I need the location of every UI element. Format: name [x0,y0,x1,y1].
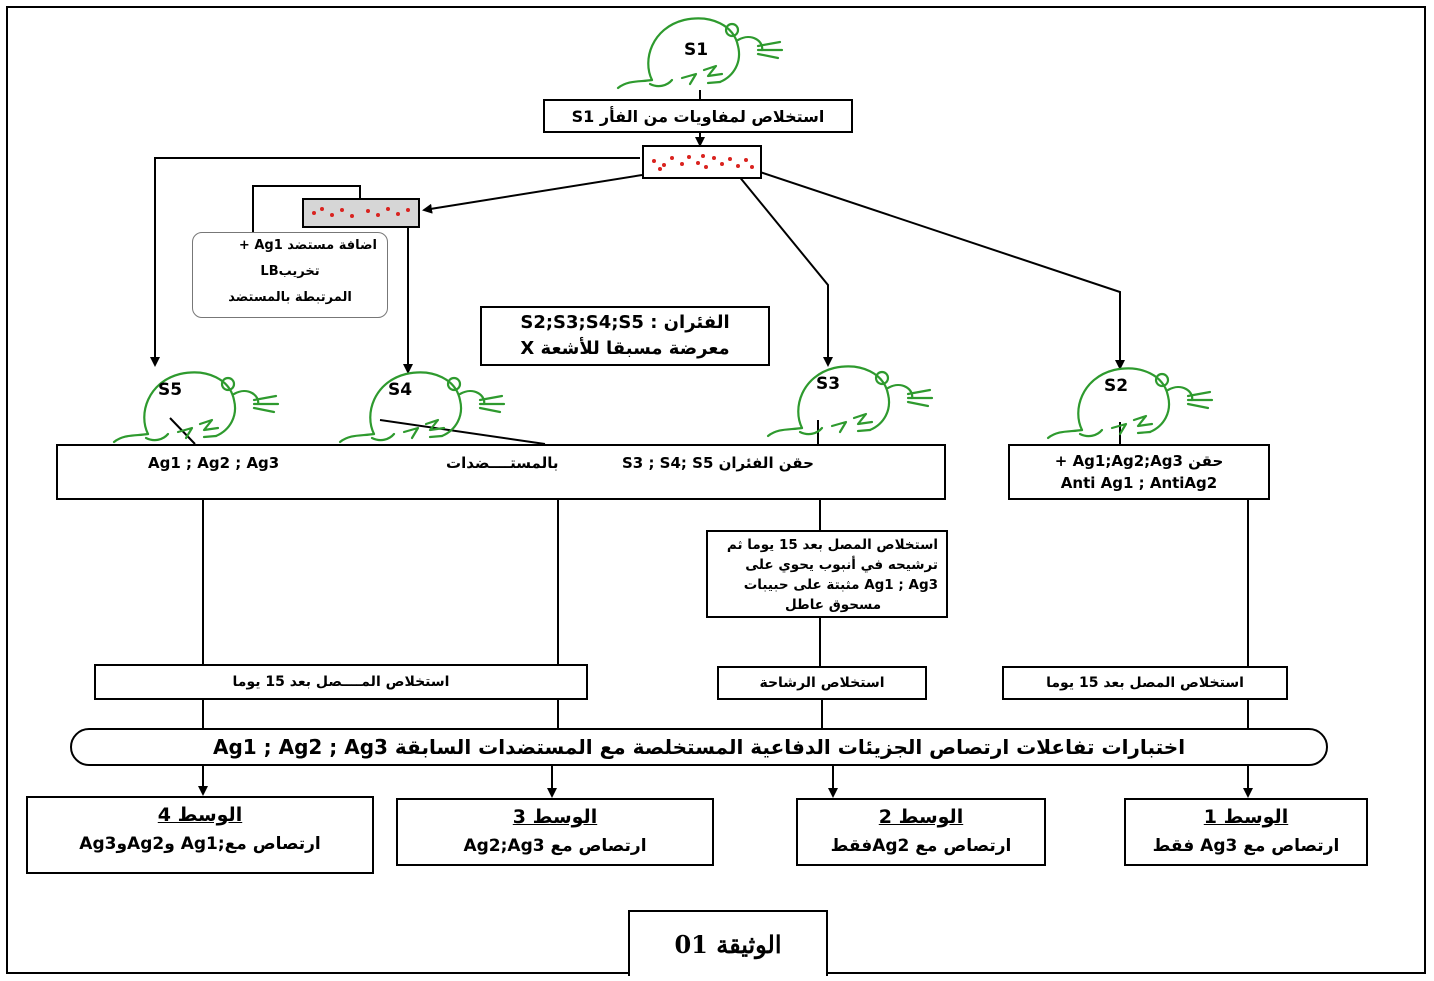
irradiation-box: الفئران : S2;S3;S4;S5 معرضة مسبقا للأشعة… [480,306,770,366]
result-title: الوسط 1 [1203,806,1289,828]
injection-antigens: Ag1 ; Ag2 ; Ag3 [148,454,280,472]
result-medium-2: الوسط 2 ارتصاص مع Ag2فقط [796,798,1046,866]
treated-tube [302,198,420,228]
tests-text: اختبارات تفاعلات ارتصاص الجزيئات الدفاعي… [212,735,1186,759]
result-text: ارتصاص مع;Ag1 وAg2وAg3 [79,834,321,854]
lymphocyte-tube [642,145,762,179]
result-text: ارتصاص مع Ag2فقط [830,836,1012,856]
extraction-text: استخلاص لمفاويات من الفأر S1 [571,106,825,126]
mouse-s2: S2 [1042,360,1217,448]
mouse-s3: S3 [762,358,937,446]
result-medium-3: الوسط 3 ارتصاص مع Ag2;Ag3 [396,798,714,866]
result-medium-4: الوسط 4 ارتصاص مع;Ag1 وAg2وAg3 [26,796,374,874]
mouse-label: S5 [158,380,183,400]
serum-extraction-box-s2: استخلاص المصل بعد 15 يوما [1002,666,1288,700]
mouse-s4: S4 [334,364,509,452]
result-text: ارتصاص مع Ag2;Ag3 [463,836,647,856]
injection-mice: حقن الفئران S3 ; S4; S5 [622,454,814,472]
result-title: الوسط 3 [512,806,598,828]
note-line: تخريبLB [260,264,320,279]
mouse-label: S3 [816,374,841,394]
lb-destruction-note: اضافة مستضد Ag1 + تخريبLB المرتبطة بالمس… [192,232,388,318]
serum-filter-box: استخلاص المصل بعد 15 يوما ثم ترشيحه في أ… [706,530,948,618]
serum-filter-line: ترشيحه في أنبوب يحوي على [745,557,938,573]
filtrate-extraction-box: استخلاص الرشاحة [717,666,927,700]
serum-filter-line: استخلاص المصل بعد 15 يوما ثم [726,537,938,553]
mouse-s1: S1 [612,10,787,98]
serum-filter-line: Ag1 ; Ag3 مثبتة على حبيبات [743,577,938,593]
mouse-icon [112,371,280,444]
irradiation-line: معرضة مسبقا للأشعة X [520,338,730,359]
filtrate-extraction-text: استخلاص الرشاحة [759,675,885,691]
mouse-label: S1 [684,40,709,60]
injection-box-s2: حقن Ag1;Ag2;Ag3 + Anti Ag1 ; AntiAg2 [1008,444,1270,500]
result-medium-1: الوسط 1 ارتصاص مع Ag3 فقط [1124,798,1368,866]
agglutination-tests-bar: اختبارات تفاعلات ارتصاص الجزيئات الدفاعي… [70,728,1328,766]
mouse-icon [766,365,934,438]
document-label: الوثيقة 01 [628,910,828,976]
result-title: الوسط 2 [878,806,964,828]
mouse-label: S4 [388,380,413,400]
mouse-icon [338,371,506,444]
serum-filter-line: مسحوق عاطل [784,597,882,613]
injection-s2-line: Anti Ag1 ; AntiAg2 [1060,474,1218,492]
note-line: المرتبطة بالمستضد [228,290,352,305]
lymphocyte-extraction-box: استخلاص لمفاويات من الفأر S1 [543,99,853,133]
injection-s2-line: حقن Ag1;Ag2;Ag3 + [1054,452,1224,470]
note-line: اضافة مستضد Ag1 + [238,238,377,253]
mouse-icon [616,17,784,90]
injection-box-s345: Ag1 ; Ag2 ; Ag3 بالمستــــضدات حقن الفئر… [56,444,946,500]
document-label-text: الوثيقة 01 [674,929,782,959]
serum-extraction-s2-text: استخلاص المصل بعد 15 يوما [1046,675,1244,691]
injection-word: بالمستــــضدات [446,454,559,472]
serum-extraction-text: استخلاص المــــصل بعد 15 يوما [232,674,450,690]
mouse-label: S2 [1104,376,1129,396]
serum-extraction-box: استخلاص المــــصل بعد 15 يوما [94,664,588,700]
result-title: الوسط 4 [157,804,243,826]
mouse-s5: S5 [108,364,283,452]
mouse-icon [1046,367,1214,440]
result-text: ارتصاص مع Ag3 فقط [1152,836,1340,856]
irradiation-line: الفئران : S2;S3;S4;S5 [520,312,730,333]
